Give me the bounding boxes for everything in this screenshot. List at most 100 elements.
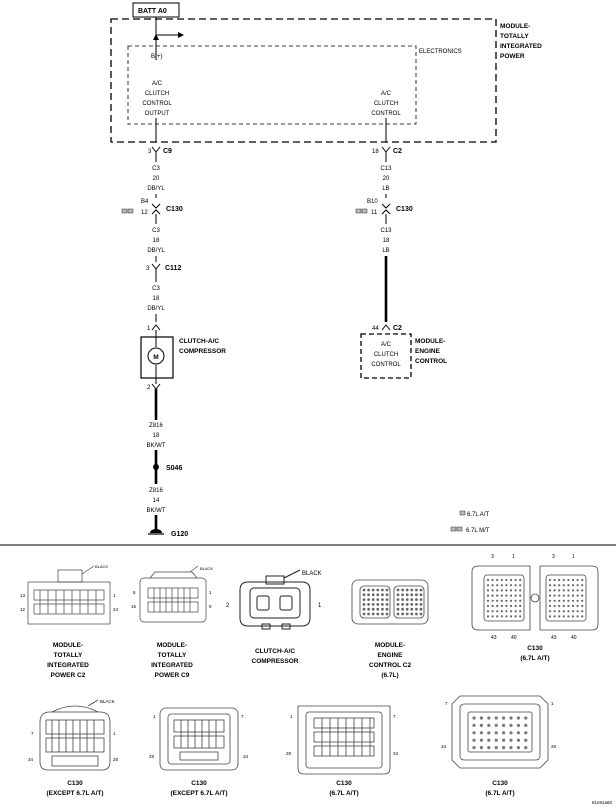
pin-cavity [396,593,400,597]
connector-c130-symbol [151,209,161,215]
pin-cavity [576,578,579,582]
pin-number: 2 [226,603,230,609]
pin-cavity [519,594,522,597]
connector-c130-symbol [381,209,391,215]
pin-cavity [396,603,400,606]
pin-cavity [516,716,521,720]
pin-cavity [581,584,584,587]
pin-number: 43 [491,635,497,641]
pin-cavity [410,598,414,601]
ac-control-text-3: CONTROL [371,111,401,117]
wire-label: BK/WT [147,508,166,514]
pin-cavity [367,607,370,611]
pin-cavity [371,612,375,616]
pin-cavity [567,604,570,608]
pin-cavity [376,612,380,616]
caption: (6.7L A/T) [485,790,514,797]
pin-cavity [576,594,579,597]
pin-number: 1 [290,714,293,719]
pin-cavity [500,604,503,608]
pin-cavity [396,598,400,601]
pin-cavity [496,594,499,597]
pin-cavity [494,731,498,735]
connector-c130-symbol [381,203,391,209]
pin-cavity [367,603,370,606]
pin-cavity [581,599,584,602]
pin-cavity [385,598,389,601]
pin-cavity [548,604,552,608]
callout-black: BLACK [100,699,115,704]
pin-cavity [419,593,423,597]
pin-top-symbol [151,324,161,331]
wire-label: DB/YL [147,186,165,192]
pin-cavity [562,599,565,602]
connector-view-tipm-c9 [139,565,207,623]
arrow-right-icon [178,32,184,38]
pin-cavity [548,589,552,592]
ecm-title-3: CONTROL [415,358,447,365]
pin-cavity [496,604,499,608]
pin-cavity [385,603,389,606]
pin-cavity [505,610,508,613]
pin-cavity [509,723,513,728]
pin-44-symbol [381,324,391,331]
pin-cavity [581,604,584,608]
tipm-title-1: MODULE- [500,23,530,30]
pin-cavity [385,607,389,611]
pin-cavity [567,594,570,597]
ac-output-text-2: CLUTCH [145,91,169,97]
pin-cavity [519,599,522,602]
pin-cavity [516,746,521,750]
pin-cavity [524,738,528,742]
legend-mt-icon [456,526,463,532]
pin-number: 8 [133,590,136,595]
pin-cavity [385,588,389,592]
pin-cavity [376,598,380,601]
pin-cavity [472,738,476,742]
pin-number: 34 [393,751,399,756]
pin-cavity [581,610,584,613]
pin-cavity [524,716,528,720]
pin-cavity [415,603,418,606]
pin-cavity [487,731,491,735]
pin-cavity [415,607,418,611]
pin-cavity [401,607,404,611]
pin-cavity [396,588,400,592]
pin-cavity [410,588,414,592]
caption: MODULE- [375,642,405,649]
caption: C130 [67,780,83,787]
pin-cavity [496,615,499,618]
pin-cavity [553,589,556,592]
pin-number: 12 [20,607,26,612]
pin-cavity [509,610,513,613]
pin-cavity [567,615,570,618]
pin-cavity [562,610,565,613]
wire-label: 20 [383,176,390,182]
pin-number: 1 [512,554,515,560]
pin-number: 28 [551,744,557,749]
pin-cavity [494,723,498,728]
pin-cavity [415,593,418,597]
pin-cavity [479,723,483,728]
pin-cavity [486,578,490,582]
pin-cavity [502,746,506,750]
connector-c2-label: C2 [393,148,402,155]
connector-c130-label: C130 [396,206,413,213]
splice-label: S046 [166,465,182,472]
wire-label: LB [382,186,389,192]
pin-cavity [581,615,584,618]
pin-cavity [496,589,499,592]
pin-cavity [567,578,570,582]
pin-cavity [381,612,384,616]
ground-label: G120 [171,531,188,538]
pin-cavity [519,584,522,587]
pin-number: 24 [113,607,119,612]
pin-cavity [500,610,503,613]
wire-label: 18 [153,296,160,302]
caption: MODULE- [53,642,83,649]
tipm-title-4: POWER [500,53,525,60]
pin-cavity [514,589,517,592]
pin-number: 7 [31,731,34,736]
pin-cavity [571,604,575,608]
